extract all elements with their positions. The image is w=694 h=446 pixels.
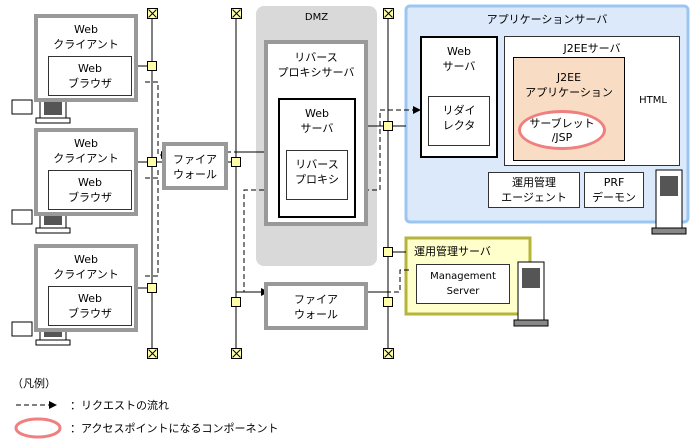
server-tower-icon-mgmt xyxy=(513,261,549,327)
reverse-proxy-component: リバース プロキシ xyxy=(286,150,348,200)
app-web-server-label-2: サーバ xyxy=(442,60,476,73)
client-label-2: クライアント xyxy=(53,38,119,51)
management-server-label-1: Management xyxy=(430,271,496,282)
app-web-server-box: Web サーバ リダイ レクタ xyxy=(420,36,498,158)
terminator-3-bottom xyxy=(383,348,394,359)
redirector-component: リダイ レクタ xyxy=(428,96,490,146)
app-web-server-label-1: Web xyxy=(447,45,471,58)
terminator-1-top xyxy=(147,8,158,19)
servlet-label-1: サーブレット xyxy=(529,117,595,130)
html-label: HTML xyxy=(639,95,667,106)
j2ee-server-box: J2EEサーバ J2EE アプリケーション サーブレット /JSP HTML xyxy=(504,36,680,166)
dmz-web-server-label-1: Web xyxy=(305,107,329,120)
server-tower-icon-app xyxy=(651,169,687,235)
servlet-label-2: /JSP xyxy=(551,131,573,144)
prf-daemon-box: PRF デーモン xyxy=(584,172,644,208)
redirector-label-2: レクタ xyxy=(442,119,476,132)
reverse-proxy-server-label-1: リバース xyxy=(294,51,338,64)
web-client-box-1: Web クライアント Web ブラウザ xyxy=(34,14,138,102)
legend-access-point: ：アクセスポイントになるコンポーネント xyxy=(70,422,279,435)
web-browser-box-1: Web ブラウザ xyxy=(48,56,132,96)
prf-daemon-label-2: デーモン xyxy=(592,191,636,204)
web-client-box-3: Web クライアント Web ブラウザ xyxy=(34,244,138,332)
browser-label-2: ブラウザ xyxy=(68,307,112,320)
reverse-proxy-server-box: リバース プロキシサーバ Web サーバ リバース プロキシ xyxy=(264,40,368,226)
browser-label-1: Web xyxy=(78,176,102,189)
reverse-proxy-label-1: リバース xyxy=(295,158,339,171)
firewall-2-label-1: ファイア xyxy=(294,293,338,306)
browser-label-2: ブラウザ xyxy=(68,191,112,204)
terminator-1-bottom xyxy=(147,348,158,359)
port-client-1 xyxy=(147,61,157,71)
web-browser-box-3: Web ブラウザ xyxy=(48,286,132,326)
firewall-2-box: ファイア ウォール xyxy=(264,282,368,330)
reverse-proxy-label-2: プロキシ xyxy=(295,173,339,186)
j2ee-app-label-1: J2EE xyxy=(556,71,582,84)
mgmt-agent-label-1: 運用管理 xyxy=(512,176,556,189)
port-client-2 xyxy=(147,157,157,167)
servlet-jsp-component: サーブレット /JSP xyxy=(518,110,606,150)
reverse-proxy-server-label-2: プロキシサーバ xyxy=(277,66,355,79)
client-label-1: Web xyxy=(74,137,98,150)
client-pc-icon-1 xyxy=(11,97,71,124)
web-browser-box-2: Web ブラウザ xyxy=(48,170,132,210)
mgmt-server-label: 運用管理サーバ xyxy=(414,245,491,258)
mgmt-agent-box: 運用管理 エージェント xyxy=(488,172,580,208)
legend-ellipse xyxy=(14,417,62,439)
web-client-box-2: Web クライアント Web ブラウザ xyxy=(34,128,138,216)
firewall-1-label-1: ファイア xyxy=(173,153,217,166)
port-firewall-1 xyxy=(231,157,241,167)
client-label-2: クライアント xyxy=(53,152,119,165)
client-label-1: Web xyxy=(74,253,98,266)
redirector-label-1: リダイ xyxy=(442,104,476,117)
dmz-web-server-box: Web サーバ リバース プロキシ xyxy=(278,98,356,218)
client-label-1: Web xyxy=(74,23,98,36)
port-firewall-2-right xyxy=(383,297,393,307)
port-firewall-2-left xyxy=(231,297,241,307)
management-server-box: Management Server xyxy=(416,264,510,304)
terminator-3-top xyxy=(383,8,394,19)
management-server-label-2: Server xyxy=(446,286,480,297)
browser-label-2: ブラウザ xyxy=(68,77,112,90)
prf-daemon-label-1: PRF xyxy=(603,176,625,189)
port-client-3 xyxy=(147,283,157,293)
legend-title: （凡例） xyxy=(12,377,56,390)
firewall-2-label-2: ウォール xyxy=(294,308,338,321)
j2ee-server-label: J2EEサーバ xyxy=(563,42,621,55)
app-server-label: アプリケーションサーバ xyxy=(486,13,608,26)
firewall-1-label-2: ウォール xyxy=(173,168,217,181)
j2ee-app-label-2: アプリケーション xyxy=(525,86,613,99)
mgmt-agent-label-2: エージェント xyxy=(501,191,567,204)
dmz-web-server-label-2: サーバ xyxy=(300,122,334,135)
firewall-1-box: ファイア ウォール xyxy=(162,142,228,190)
legend-request-flow: ：リクエストの流れ xyxy=(70,399,169,412)
terminator-2-top xyxy=(231,8,242,19)
j2ee-app-box: J2EE アプリケーション サーブレット /JSP xyxy=(513,57,625,161)
terminator-2-bottom xyxy=(231,348,242,359)
client-label-2: クライアント xyxy=(53,268,119,281)
port-mgmt-server xyxy=(383,247,393,257)
browser-label-1: Web xyxy=(78,292,102,305)
port-app-server xyxy=(383,121,393,131)
dmz-label: DMZ xyxy=(304,12,329,23)
browser-label-1: Web xyxy=(78,62,102,75)
